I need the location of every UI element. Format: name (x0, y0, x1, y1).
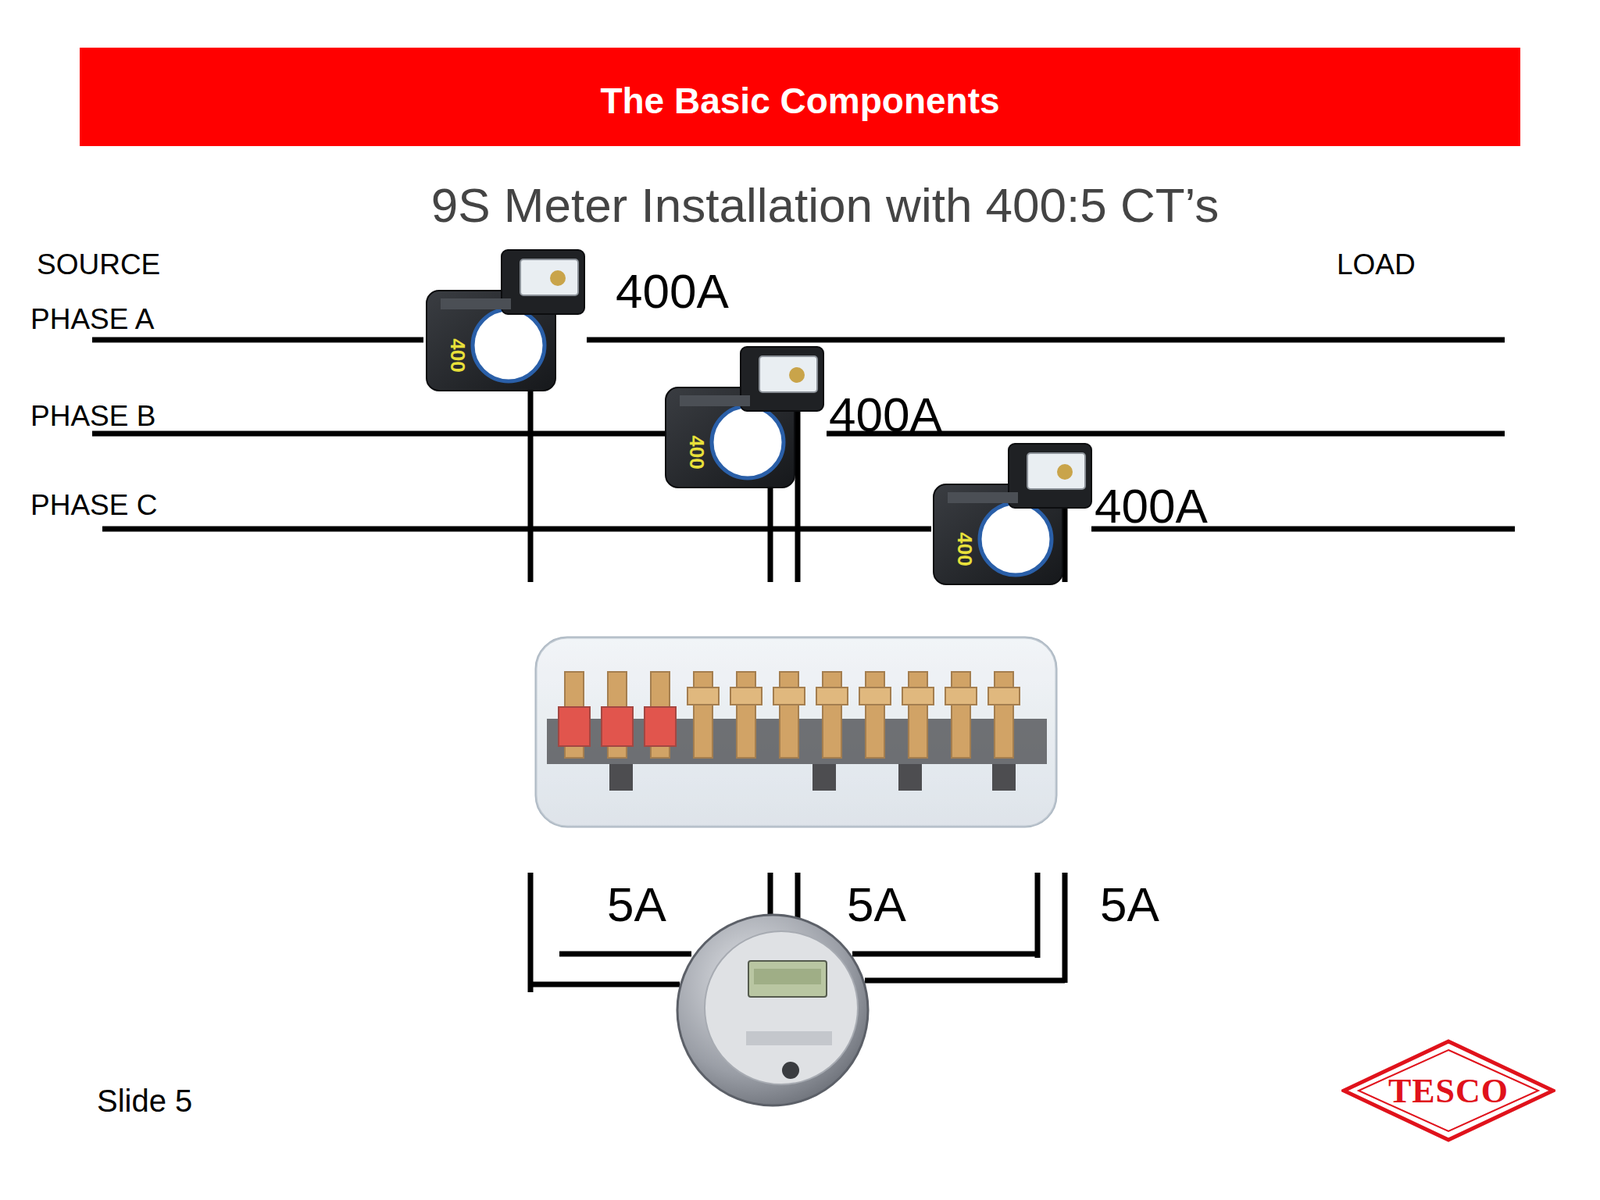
slide-title: The Basic Components (600, 82, 1000, 119)
wire (559, 951, 692, 958)
primary-current: 400A (1094, 482, 1208, 531)
wire (1035, 872, 1041, 958)
meter-reset-lock (782, 1061, 800, 1079)
ct-terminal-screw (550, 270, 566, 286)
wire (864, 978, 1065, 984)
ct-terminal-screw (789, 367, 805, 383)
primary-current: 400A (828, 390, 943, 440)
logo-diamond: TESCO (1341, 1039, 1556, 1143)
switch-cover (535, 637, 1057, 827)
ct-nameplate (947, 492, 1018, 504)
ct-rating: 400 (954, 532, 975, 566)
ct-window (711, 406, 784, 479)
wire (586, 337, 1505, 343)
wire (795, 394, 801, 583)
meter-ring (677, 914, 868, 1106)
ct-terminal-cover (1027, 453, 1086, 490)
electric-meter (677, 914, 868, 1106)
ct-rating: 400 (686, 435, 708, 469)
ct-terminal-cover (520, 259, 579, 296)
ct-terminal-block (1008, 443, 1092, 508)
primary-current: 400A (615, 267, 729, 316)
side-label: LOAD (1336, 250, 1416, 279)
ct-window (472, 309, 545, 382)
title-banner (79, 47, 1521, 147)
side-label: SOURCE (36, 250, 161, 279)
wire (92, 337, 424, 343)
phase-label: PHASE A (30, 304, 154, 334)
wire (1062, 872, 1068, 983)
ct-terminal-screw (1057, 464, 1073, 480)
secondary-current: 5A (607, 880, 667, 929)
wire (92, 431, 665, 437)
meter-lcd-digits (753, 968, 822, 985)
ct-window (979, 503, 1052, 575)
current-transformers (426, 250, 1092, 585)
ct-terminal-block (740, 346, 824, 411)
meter-nameplate (746, 1031, 833, 1046)
meter-lcd (748, 960, 827, 997)
ct-terminal-cover (759, 356, 818, 393)
logo-text: TESCO (1341, 1039, 1556, 1143)
wire (528, 872, 534, 993)
switch-glare (535, 637, 1057, 827)
phase-label: PHASE C (30, 490, 158, 520)
meter-face (704, 931, 858, 1085)
slide-number: Slide 5 (96, 1085, 193, 1117)
wires (92, 335, 1515, 993)
ct-rating: 400 (447, 338, 468, 372)
test-switch (535, 637, 1057, 827)
current-transformer (933, 443, 1092, 585)
current-transformer (665, 346, 824, 488)
wire (102, 526, 932, 533)
phase-label: PHASE B (30, 401, 156, 431)
ct-nameplate (679, 395, 750, 407)
secondary-current: 5A (846, 880, 907, 929)
ct-terminal-block (501, 250, 585, 315)
wire (530, 982, 680, 988)
wire (852, 951, 1038, 958)
ct-nameplate (440, 298, 511, 310)
secondary-current: 5A (1100, 880, 1160, 929)
current-transformer (426, 250, 585, 391)
subtitle: 9S Meter Installation with 400:5 CT’s (431, 181, 1220, 230)
